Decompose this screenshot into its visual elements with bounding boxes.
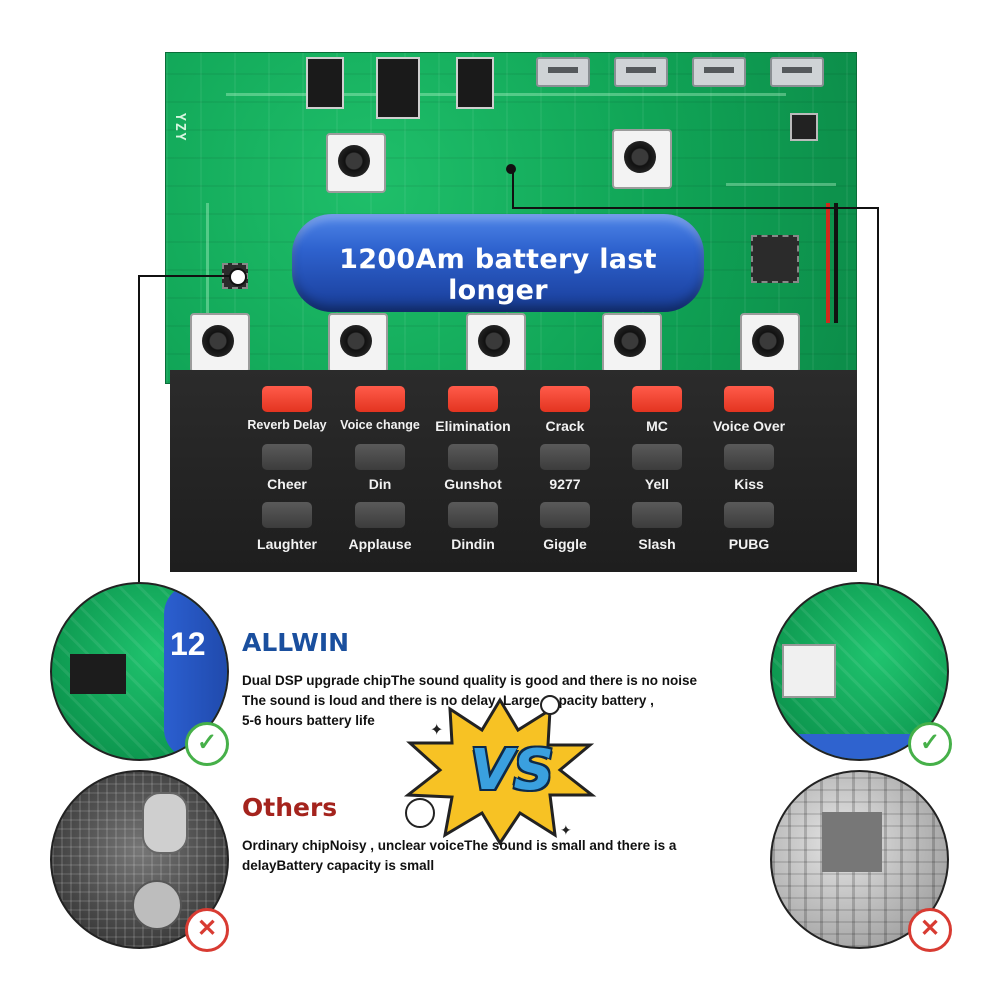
callout-line <box>877 207 879 587</box>
button-label: Giggle <box>543 536 587 552</box>
button-label: Reverb Delay <box>247 418 327 432</box>
tact-switch <box>790 113 818 141</box>
cross-icon: ✕ <box>185 908 229 952</box>
button-label: Voice Over <box>712 418 786 434</box>
kiss-button[interactable] <box>724 444 774 470</box>
battery: 1200Am battery last longer <box>292 214 704 312</box>
star-icon: ✦ <box>430 720 443 739</box>
audio-jack <box>306 57 344 109</box>
cheer-button[interactable] <box>262 444 312 470</box>
board-silkscreen: YZY <box>172 113 187 143</box>
red-wire <box>826 203 830 323</box>
cross-icon: ✕ <box>908 908 952 952</box>
check-icon: ✓ <box>908 722 952 766</box>
din-button[interactable] <box>355 444 405 470</box>
button-label: Slash <box>638 536 676 552</box>
usb-port <box>770 57 824 87</box>
battery-zoom-label: 12 <box>170 626 206 662</box>
usb-port <box>692 57 746 87</box>
vs-starburst <box>403 697 597 845</box>
button-label: Elimination <box>435 418 511 434</box>
potentiometer <box>326 133 386 193</box>
audio-jack <box>376 57 420 119</box>
others-line: delayBattery capacity is small <box>242 858 435 873</box>
dindin-button[interactable] <box>448 502 498 528</box>
check-icon: ✓ <box>185 722 229 766</box>
elimination-button[interactable] <box>448 386 498 412</box>
vs-label: VS <box>470 738 554 803</box>
gunshot-button[interactable] <box>448 444 498 470</box>
button-label: Din <box>368 476 392 492</box>
dsp-chip <box>751 235 799 283</box>
giggle-button[interactable] <box>540 502 590 528</box>
reverb-delay-button[interactable] <box>262 386 312 412</box>
callout-line <box>138 275 236 277</box>
potentiometer <box>190 313 250 373</box>
others-line: Ordinary chipNoisy , unclear voiceThe so… <box>242 838 677 853</box>
laughter-button[interactable] <box>262 502 312 528</box>
crystal-zoom <box>142 792 188 854</box>
button-label: Gunshot <box>444 476 502 492</box>
potentiometer <box>466 313 526 373</box>
pcb-trace <box>206 203 209 353</box>
chip-zoom <box>822 812 882 872</box>
button-label: 9277 <box>549 476 581 492</box>
callout-line <box>138 275 140 590</box>
button-label: Voice change <box>340 418 420 432</box>
potentiometer <box>602 313 662 373</box>
callout-dot <box>229 268 247 286</box>
button-label: Dindin <box>451 536 495 552</box>
potentiometer-zoom <box>782 644 836 698</box>
usb-port <box>536 57 590 87</box>
button-label: Cheer <box>267 476 307 492</box>
button-label: Crack <box>545 418 585 434</box>
potentiometer <box>612 129 672 189</box>
crack-button[interactable] <box>540 386 590 412</box>
button-label: Applause <box>348 536 412 552</box>
audio-jack <box>456 57 494 109</box>
battery-label: 1200Am battery last longer <box>339 244 657 306</box>
button-label: Yell <box>644 476 670 492</box>
button-label: PUBG <box>728 536 770 552</box>
button-label: Laughter <box>257 536 317 552</box>
allwin-line: Dual DSP upgrade chipThe sound quality i… <box>242 673 698 688</box>
pcb-trace <box>726 183 836 186</box>
voice-change-button[interactable] <box>355 386 405 412</box>
9277-button[interactable] <box>540 444 590 470</box>
callout-line <box>512 207 879 209</box>
potentiometer <box>740 313 800 373</box>
mc-button[interactable] <box>632 386 682 412</box>
circuit-board: YZY <box>165 52 857 384</box>
voice-over-button[interactable] <box>724 386 774 412</box>
capacitor-zoom <box>132 880 182 930</box>
pubg-button[interactable] <box>724 502 774 528</box>
others-board-zoom <box>770 770 949 949</box>
smoke-puff <box>540 695 560 715</box>
usb-port <box>614 57 668 87</box>
vs-burst: ✦ ✦ <box>403 695 597 845</box>
allwin-title: ALLWIN <box>242 628 350 657</box>
black-wire <box>834 203 838 323</box>
allwin-line: 5-6 hours battery life <box>242 713 375 728</box>
button-label: Kiss <box>734 476 764 492</box>
potentiometer <box>328 313 388 373</box>
smoke-puff <box>405 798 435 828</box>
callout-dot <box>506 164 516 174</box>
dsp-chip-zoom <box>70 654 126 694</box>
button-label: MC <box>646 418 668 434</box>
others-description: Ordinary chipNoisy , unclear voiceThe so… <box>242 836 762 876</box>
yell-button[interactable] <box>632 444 682 470</box>
applause-button[interactable] <box>355 502 405 528</box>
callout-line <box>512 170 514 208</box>
others-title: Others <box>242 793 338 822</box>
pcb-trace <box>226 93 786 96</box>
slash-button[interactable] <box>632 502 682 528</box>
star-icon: ✦ <box>560 823 572 839</box>
